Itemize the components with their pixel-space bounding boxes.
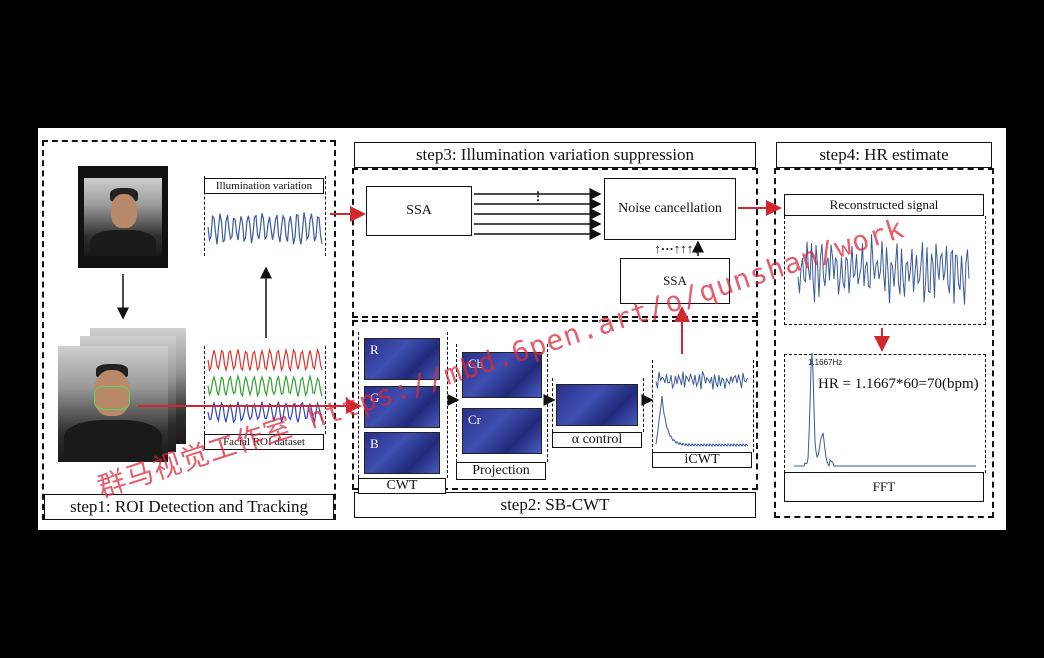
step2-title: step2: SB-CWT xyxy=(354,492,756,518)
signal-and-arrow-layer xyxy=(117,188,976,468)
illumination-signal xyxy=(207,212,323,245)
icwt-label: iCWT xyxy=(652,452,752,468)
feedback-arrows: ↑···↑↑↑↑ xyxy=(654,241,700,256)
vertical-dots: ⋮ xyxy=(532,188,544,203)
facial-roi-dataset-label: Facial ROI dataset xyxy=(204,434,324,450)
reconstructed-signal xyxy=(797,234,970,305)
facial-roi-dataset-box xyxy=(204,346,326,434)
icwt-spectrum xyxy=(655,395,749,447)
step4-title: step4: HR estimate xyxy=(776,142,992,168)
video-frame-image xyxy=(78,166,168,268)
spectrogram-cb: Cb xyxy=(462,352,542,398)
illumination-variation-box xyxy=(204,176,326,256)
spectrogram-b: B xyxy=(364,432,440,474)
spectrogram-g: G xyxy=(364,386,440,428)
pipeline-figure: step1: ROI Detection and Tracking Illumi… xyxy=(38,128,1006,530)
icwt-signal xyxy=(655,370,748,390)
peak-frequency-label: 1.1667Hz xyxy=(808,357,843,367)
fft-label: FFT xyxy=(784,472,984,502)
fft-box xyxy=(784,354,986,473)
alpha-control-label: α control xyxy=(552,432,642,448)
projection-label: Projection xyxy=(456,462,546,480)
step1-title: step1: ROI Detection and Tracking xyxy=(44,494,334,520)
icwt-group-box xyxy=(652,360,754,452)
roi-frame-stack xyxy=(58,328,188,463)
hr-equation: HR = 1.1667*60=70(bpm) xyxy=(818,375,979,392)
spectrogram-r: R xyxy=(364,338,440,380)
step4-panel xyxy=(774,168,994,518)
reconstructed-signal-label: Reconstructed signal xyxy=(784,194,984,216)
step3-panel xyxy=(352,168,758,318)
spectrogram-cr: Cr xyxy=(462,408,542,454)
ssa2-box: SSA xyxy=(620,258,730,304)
roi-red-signal xyxy=(207,347,323,373)
reconstructed-signal-box xyxy=(784,216,986,325)
spectrogram-alpha xyxy=(556,384,638,426)
roi-green-signal xyxy=(207,373,323,399)
step3-title: step3: Illumination variation suppressio… xyxy=(354,142,756,168)
illumination-variation-label: Illumination variation xyxy=(204,178,324,194)
fft-spectrum xyxy=(794,352,976,468)
noise-cancellation-box: Noise cancellation xyxy=(604,178,736,240)
ssa-box: SSA xyxy=(366,186,472,236)
cwt-label: CWT xyxy=(358,478,446,494)
